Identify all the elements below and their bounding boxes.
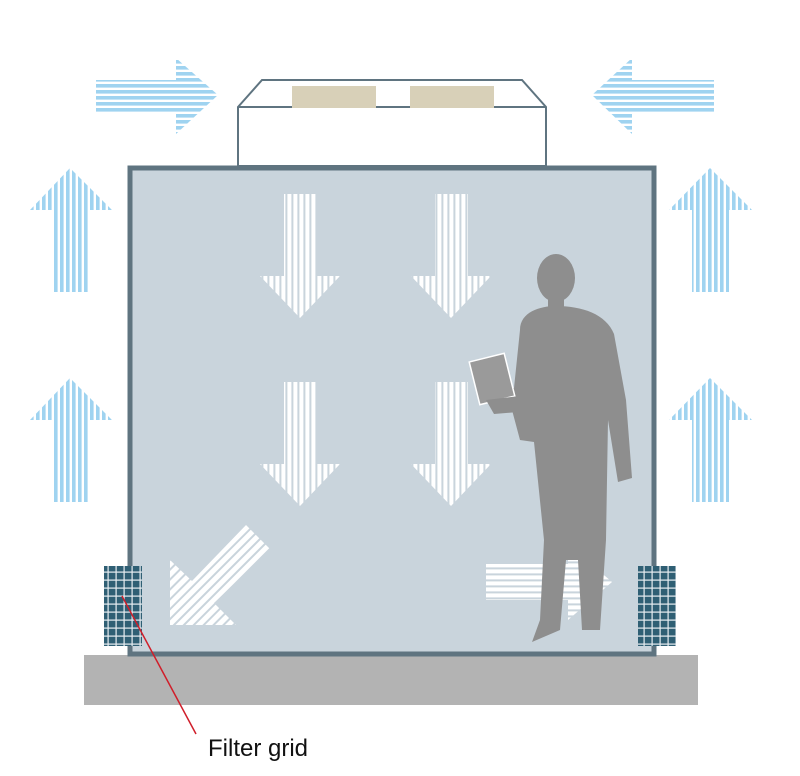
callout-label: Filter grid [208,735,308,762]
floor-base [84,655,698,705]
hatched-arrow-icon [170,525,270,625]
outside-airflow [30,58,752,502]
striped-arrow-icon [30,168,112,292]
hatched-arrow-icon [411,194,491,318]
filter-grid-left [104,566,142,646]
hatched-arrow-icon [260,194,340,318]
filter-grid-right [638,566,676,646]
hatched-arrow-icon [411,382,491,506]
hatched-arrow-icon [260,382,340,506]
striped-arrow-icon [592,58,714,134]
striped-arrow-icon [669,378,752,502]
striped-arrow-icon [669,168,752,292]
person-with-clipboard-icon [468,254,632,642]
striped-arrow-icon [96,58,218,134]
filter-insert [410,86,494,108]
callout-line [121,595,197,735]
filter-insert [292,86,376,108]
fan-filter-unit [237,79,547,167]
striped-arrow-icon [30,378,112,502]
